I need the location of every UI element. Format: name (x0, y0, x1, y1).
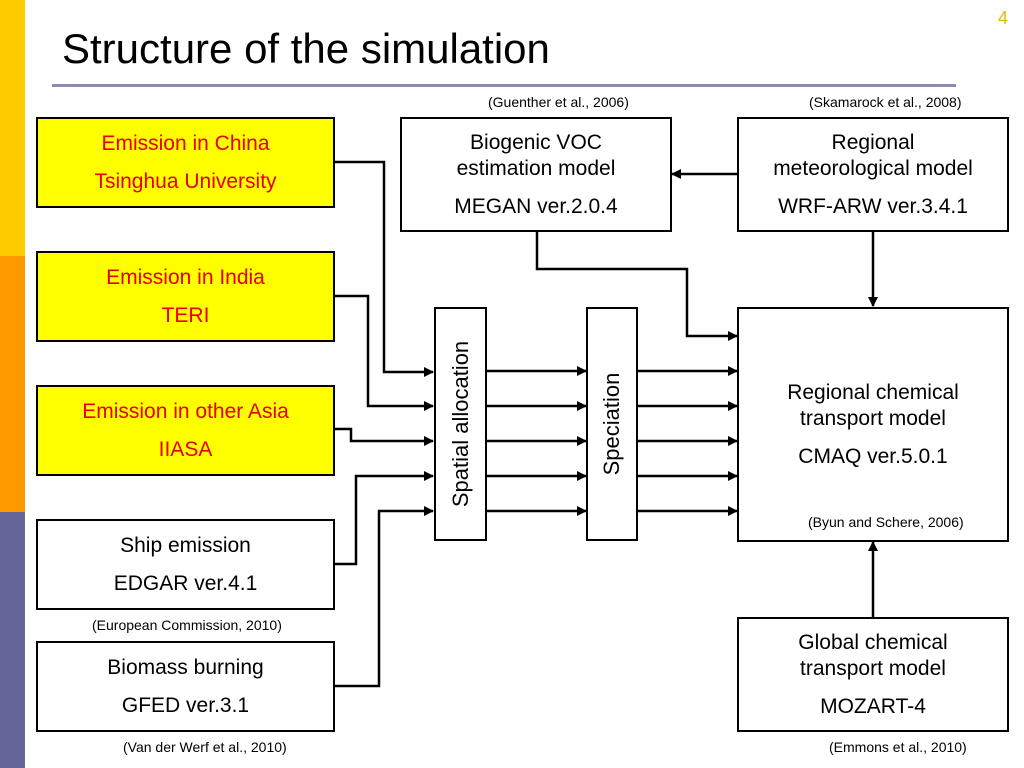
source-box-india: Emission in India TERI (36, 251, 335, 342)
source-name: Biomass burning (107, 655, 264, 679)
source-provider: Tsinghua University (94, 169, 277, 193)
connector-megan-cmaq (535, 231, 738, 341)
source-box-china: Emission in China Tsinghua University (36, 117, 335, 208)
spatial-allocation-box: Spatial allocation (434, 307, 487, 541)
wrf-version: WRF-ARW ver.3.4.1 (778, 194, 968, 218)
mozart-version: MOZART-4 (820, 694, 926, 718)
mozart-line2: transport model (800, 656, 946, 680)
slide-title: Structure of the simulation (62, 25, 550, 72)
cmaq-box: Regional chemical transport model CMAQ v… (737, 307, 1009, 542)
connector-other-asia (334, 427, 434, 446)
connector-india (334, 294, 434, 411)
cmaq-line2: transport model (800, 406, 946, 430)
connector-ship (334, 471, 434, 566)
title-divider (52, 84, 956, 87)
citation-mozart: (Emmons et al., 2010) (829, 739, 967, 755)
wrf-line1: Regional (831, 130, 915, 154)
source-name: Emission in other Asia (82, 399, 289, 423)
speciation-label: Speciation (599, 372, 624, 476)
speciation-box: Speciation (586, 307, 638, 541)
source-box-other-asia: Emission in other Asia IIASA (36, 385, 335, 476)
citation-biomass: (Van der Werf et al., 2010) (123, 739, 287, 755)
source-name: Ship emission (120, 533, 251, 557)
citation-megan: (Guenther et al., 2006) (488, 94, 629, 110)
megan-version: MEGAN ver.2.0.4 (454, 194, 618, 218)
connector-china (334, 160, 434, 377)
source-provider: EDGAR ver.4.1 (113, 571, 258, 595)
spatial-allocation-label: Spatial allocation (447, 340, 473, 508)
source-provider: IIASA (158, 437, 213, 461)
megan-line1: Biogenic VOC (470, 130, 602, 154)
megan-line2: estimation model (456, 156, 616, 180)
citation-wrf: (Skamarock et al., 2008) (809, 94, 962, 110)
page-number: 4 (997, 8, 1008, 28)
source-provider: GFED ver.3.1 (121, 693, 250, 717)
source-box-biomass: Biomass burning GFED ver.3.1 (36, 641, 335, 732)
source-box-ship: Ship emission EDGAR ver.4.1 (36, 519, 335, 610)
citation-cmaq: (Byun and Schere, 2006) (808, 514, 964, 530)
mozart-line1: Global chemical (798, 630, 948, 654)
source-name: Emission in India (106, 265, 265, 289)
sidebar-segment-middle (0, 256, 25, 512)
citation-ship: (European Commission, 2010) (92, 617, 282, 633)
wrf-line2: meteorological model (773, 156, 973, 180)
connector-biomass (334, 506, 434, 688)
source-name: Emission in China (101, 131, 270, 155)
sidebar-segment-top (0, 0, 25, 256)
cmaq-line1: Regional chemical (787, 380, 959, 404)
cmaq-version: CMAQ ver.5.0.1 (798, 444, 948, 468)
wrf-box: Regional meteorological model WRF-ARW ve… (737, 117, 1009, 232)
mozart-box: Global chemical transport model MOZART-4 (737, 617, 1009, 732)
source-provider: TERI (161, 303, 210, 327)
sidebar-segment-bottom (0, 512, 25, 768)
megan-box: Biogenic VOC estimation model MEGAN ver.… (400, 117, 672, 232)
